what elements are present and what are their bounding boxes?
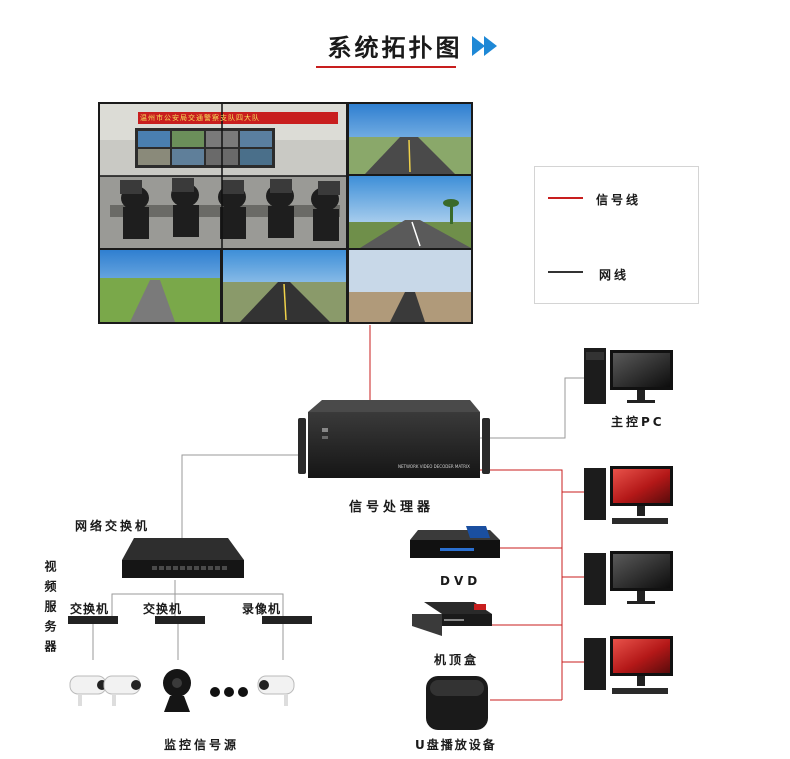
ellipsis-icon (210, 687, 248, 697)
bullet-camera-icon-3 (258, 676, 294, 706)
switch-b-label: 交换机 (143, 600, 182, 617)
main-pc-label: 主控PC (611, 413, 665, 430)
network-switch-label: 网络交换机 (75, 517, 150, 534)
wall-banner-text: 温州市公安局交通警察支队四大队 (140, 113, 260, 123)
usb-player-device (426, 676, 488, 730)
legend-network-label: 网线 (599, 266, 629, 283)
usb-player-label: U盘播放设备 (415, 736, 497, 753)
processor-label: 信号处理器 (349, 496, 434, 515)
recorder-device (262, 616, 312, 624)
legend-signal-label: 信号线 (596, 191, 641, 208)
road-panel-1 (349, 104, 471, 174)
road-panel-2 (349, 176, 471, 248)
video-wall (98, 102, 473, 324)
network-switch-device (122, 538, 244, 578)
control-room-panel (100, 104, 346, 248)
bullet-camera-icon-1 (70, 676, 107, 706)
settop-box-device (412, 602, 492, 636)
switch-a-device (68, 616, 118, 624)
dvd-label: DVD (440, 574, 481, 588)
switch-a-label: 交换机 (70, 600, 109, 617)
processor-panel-text: NETWORK VIDEO DECODER MATRIX (398, 464, 470, 469)
pc-device-3 (584, 636, 673, 694)
pc-device-2 (584, 551, 673, 605)
settop-box-label: 机顶盒 (434, 651, 479, 668)
double-arrow-icon (472, 36, 497, 56)
road-panel-4 (223, 250, 346, 322)
dome-camera-icon (163, 669, 191, 712)
video-server-label: 视频服务器 (42, 560, 59, 660)
dvd-player-device (410, 526, 500, 558)
switch-b-device (155, 616, 205, 624)
main-pc-device (584, 348, 673, 404)
pc-device-1 (584, 466, 673, 524)
bullet-camera-icon-2 (104, 676, 141, 706)
road-panel-3 (100, 250, 220, 322)
monitor-source-label: 监控信号源 (164, 736, 239, 753)
recorder-label: 录像机 (242, 600, 281, 617)
road-panel-5 (349, 250, 471, 322)
